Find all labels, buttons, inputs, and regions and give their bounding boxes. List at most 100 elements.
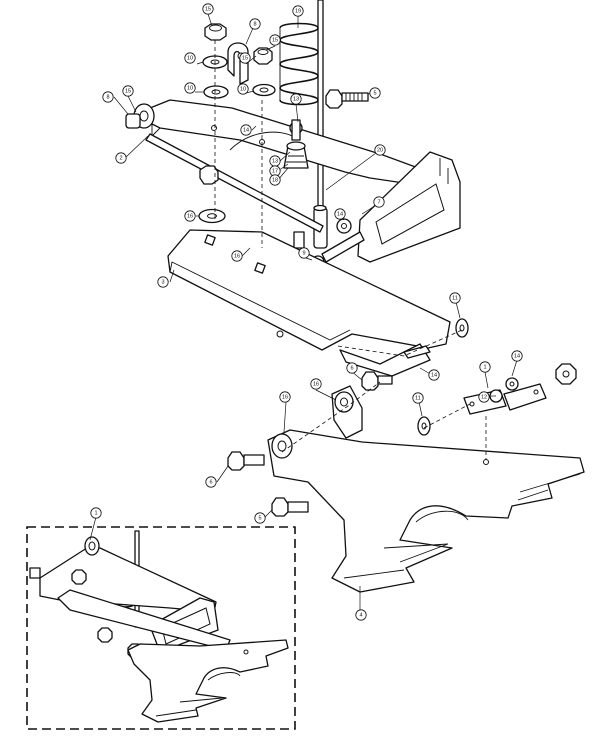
callout-number: 16 xyxy=(234,253,240,259)
callout-c09: 5 xyxy=(369,87,381,99)
callout-c01: 15 xyxy=(202,3,214,15)
callout-number: 15 xyxy=(242,55,248,61)
upper-nut-left xyxy=(204,23,227,41)
callout-circle xyxy=(292,5,304,17)
callout-circle xyxy=(428,369,440,381)
callout-number: 16 xyxy=(313,381,319,387)
callout-c29: 12 xyxy=(478,391,490,403)
lower-pivot-bracket xyxy=(331,385,363,439)
callout-circle xyxy=(202,3,214,15)
callout-c20: 16 xyxy=(184,210,196,222)
callout-number: 2 xyxy=(119,155,122,161)
callout-number: 13 xyxy=(293,96,299,102)
callout-number: 1 xyxy=(94,510,97,516)
callout-number: 15 xyxy=(272,37,278,43)
assembly-axis-5 xyxy=(337,329,463,357)
callout-number: 6 xyxy=(209,479,212,485)
callout-circle xyxy=(239,52,251,64)
callout-c19: 7 xyxy=(373,196,385,208)
callout-circle xyxy=(290,93,302,105)
callout-c13: 14 xyxy=(240,124,252,136)
callout-number: 10 xyxy=(187,55,193,61)
callout-c33: 14 xyxy=(511,350,523,362)
callout-c36: 4 xyxy=(355,609,367,621)
callout-c12: 13 xyxy=(290,93,302,105)
assembly-axis-4 xyxy=(423,403,471,429)
callout-circle xyxy=(122,85,134,97)
callout-circle xyxy=(449,292,461,304)
ball-joint xyxy=(283,119,309,169)
callout-c10: 8 xyxy=(102,91,114,103)
callout-c31: 16 xyxy=(279,391,291,403)
washer-right-upper xyxy=(455,318,469,338)
callout-c08: 10 xyxy=(237,83,249,95)
callout-c23: 9 xyxy=(298,247,310,259)
callout-circle xyxy=(369,87,381,99)
callout-c14: 2 xyxy=(115,152,127,164)
callout-c34: 6 xyxy=(205,476,217,488)
callout-circle xyxy=(115,152,127,164)
callout-number: 14 xyxy=(243,127,249,133)
callout-circle xyxy=(205,476,217,488)
callout-c26: 6 xyxy=(346,362,358,374)
callout-circle xyxy=(479,361,491,373)
callout-number: 17 xyxy=(272,168,278,174)
callout-circle xyxy=(298,247,310,259)
callout-number: 8 xyxy=(106,94,109,100)
callout-c18: 18 xyxy=(269,174,281,186)
callout-circle xyxy=(90,507,102,519)
callout-c06: 15 xyxy=(269,34,281,46)
callout-number: 16 xyxy=(282,394,288,400)
callout-c07: 10 xyxy=(184,82,196,94)
callout-number: 16 xyxy=(187,213,193,219)
callout-c21: 14 xyxy=(334,208,346,220)
callout-c27: 14 xyxy=(428,369,440,381)
callout-c24: 3 xyxy=(157,276,169,288)
callout-number: 15 xyxy=(125,88,131,94)
bolt-upper-right xyxy=(325,89,369,109)
callout-number: 15 xyxy=(205,6,211,12)
rod-end-link xyxy=(293,218,365,263)
callout-number: 5 xyxy=(258,515,261,521)
callout-number: 11 xyxy=(415,395,421,401)
callout-number: 11 xyxy=(452,295,458,301)
callout-c30: 16 xyxy=(310,378,322,390)
callout-c37: 1 xyxy=(90,507,102,519)
callout-number: 14 xyxy=(337,211,343,217)
tie-rod xyxy=(145,133,324,233)
callout-circle xyxy=(412,392,424,404)
base-mounting-plate xyxy=(267,429,585,593)
callout-number: 14 xyxy=(514,353,520,359)
callout-number: 14 xyxy=(431,372,437,378)
callout-circle xyxy=(231,250,243,262)
callout-circle xyxy=(184,82,196,94)
washer-upper-3 xyxy=(252,83,276,97)
callout-circle xyxy=(184,52,196,64)
callout-number: 9 xyxy=(302,250,305,256)
callout-number: 18 xyxy=(272,177,278,183)
callout-circle xyxy=(334,208,346,220)
callout-circle xyxy=(249,18,261,30)
callout-number: 8 xyxy=(253,21,256,27)
callout-c04: 10 xyxy=(184,52,196,64)
callout-c02: 8 xyxy=(249,18,261,30)
callout-circle xyxy=(269,34,281,46)
assembly-axis-3 xyxy=(281,381,381,453)
callout-c35: 5 xyxy=(254,512,266,524)
washer-upper-2 xyxy=(203,85,229,99)
callout-circle xyxy=(157,276,169,288)
callout-c03: 19 xyxy=(292,5,304,17)
callout-c15: 20 xyxy=(374,144,386,156)
callout-number: 7 xyxy=(377,199,380,205)
callout-c32: 11 xyxy=(412,392,424,404)
callout-circle xyxy=(478,391,490,403)
bolt-lower-5 xyxy=(271,497,309,517)
callout-circle xyxy=(355,609,367,621)
callout-circle xyxy=(279,391,291,403)
turnbuckle-link xyxy=(463,377,547,415)
callout-number: 12 xyxy=(481,394,487,400)
rear-slotted-bracket xyxy=(357,151,461,263)
inset-assembly xyxy=(29,530,289,723)
callout-number: 10 xyxy=(187,85,193,91)
